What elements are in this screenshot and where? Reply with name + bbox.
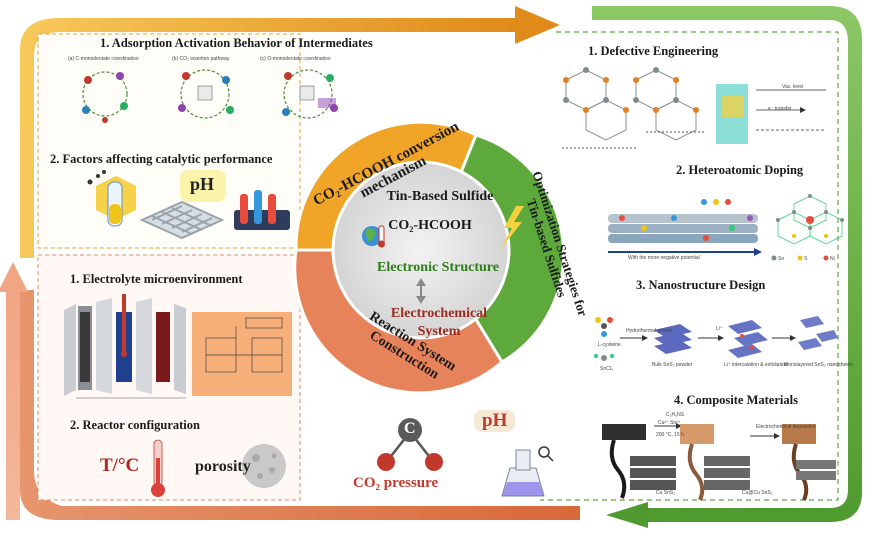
subfig-b-label: (b) CO₂ insertion pathway	[172, 56, 230, 62]
comp-right-label: Cu@Cu SnS₂	[742, 490, 773, 496]
lightning-icon	[500, 206, 524, 250]
nano-bulk-label: Bulk SnS₂ powder	[652, 362, 693, 368]
nano-sncl4-label: SnCl₄	[600, 366, 613, 372]
bottom-right-arrow-head	[606, 502, 648, 528]
e-transfer-label: e⁻ transfer	[768, 106, 792, 112]
top-arrow-head	[515, 6, 560, 44]
defective-engineering-diagram	[562, 67, 826, 149]
center-line-co2-hcooh: CO₂-HCOOH	[388, 218, 472, 233]
center-circle-diagram	[293, 120, 566, 395]
ph-label-top: pH	[190, 174, 215, 194]
subfig-a-label: (a) C-monodentate coordination	[68, 56, 139, 62]
globe-icon	[362, 225, 385, 248]
nano-monolayer-label: Monolayered SnS₂ nanosheets	[784, 362, 853, 368]
co2-pressure-label: CO₂ pressure	[353, 475, 439, 491]
electrolyte-title: 1. Electrolyte microenvironment	[70, 272, 243, 286]
carbon-atom-label: C	[404, 420, 416, 437]
nano-l-cysteine-label: L-cysteine	[598, 342, 621, 348]
center-line-tin-based-sulfide: Tin-Based Sulfide	[386, 189, 494, 204]
electrolyte-cell-diagram	[64, 294, 292, 399]
comp-ions-label: Cu²⁺ Sn²⁺	[658, 420, 681, 426]
heteroatomic-doping-title: 2. Heteroatomic Doping	[676, 163, 804, 177]
defective-engineering-title: 1. Defective Engineering	[588, 44, 719, 58]
comp-formula-label: C₂H₅NS	[666, 412, 685, 418]
center-line-electrochemical: Electrochemical	[390, 306, 488, 321]
dope-s-label: S	[804, 256, 808, 262]
dope-sn-label: Sn	[778, 256, 785, 262]
co2-pressure-illustration	[377, 418, 554, 497]
adsorption-pathways-diagram	[82, 69, 338, 123]
nano-hydrothermal-label: Hydrothermal growth	[626, 328, 673, 334]
comp-left-label: Cu SnS₂	[656, 490, 676, 496]
reactor-title: 2. Reactor configuration	[70, 418, 200, 432]
nano-intercalation-label: Li⁺ intercalation & exfoliation	[724, 362, 788, 368]
left-arrow-head	[0, 262, 28, 292]
factors-title: 2. Factors affecting catalytic performan…	[50, 152, 273, 166]
nano-li-label: Li⁺	[716, 326, 723, 332]
heteroatomic-doping-diagram	[608, 194, 844, 261]
double-arrow-icon	[416, 278, 426, 304]
adsorption-title: 1. Adsorption Activation Behavior of Int…	[100, 36, 373, 50]
center-line-electronic-structure: Electronic Structure	[377, 260, 499, 275]
factors-illustrations	[87, 170, 290, 240]
composite-materials-diagram	[602, 423, 836, 501]
vac-level-label: Vac. level	[782, 84, 804, 90]
subfig-c-label: (c) O-monodentate coordination	[260, 56, 331, 62]
comp-electrochem-label: Electrochemical deposition	[756, 424, 816, 430]
reactor-factors-illustrations	[151, 439, 286, 497]
nanostructure-design-title: 3. Nanostructure Design	[636, 278, 766, 292]
dope-potential-label: With the more negative potential	[628, 255, 700, 261]
composite-materials-title: 4. Composite Materials	[674, 393, 798, 407]
dope-ni-label: Ni	[830, 256, 835, 262]
temperature-label: T/°C	[100, 455, 140, 476]
comp-conditions-label: 200 °C, 15 h	[656, 432, 684, 438]
ph-label-bottom: pH	[474, 410, 516, 432]
center-line-system: System	[417, 324, 461, 339]
porosity-label: porosity	[195, 458, 251, 475]
nanostructure-design-diagram	[594, 316, 838, 361]
